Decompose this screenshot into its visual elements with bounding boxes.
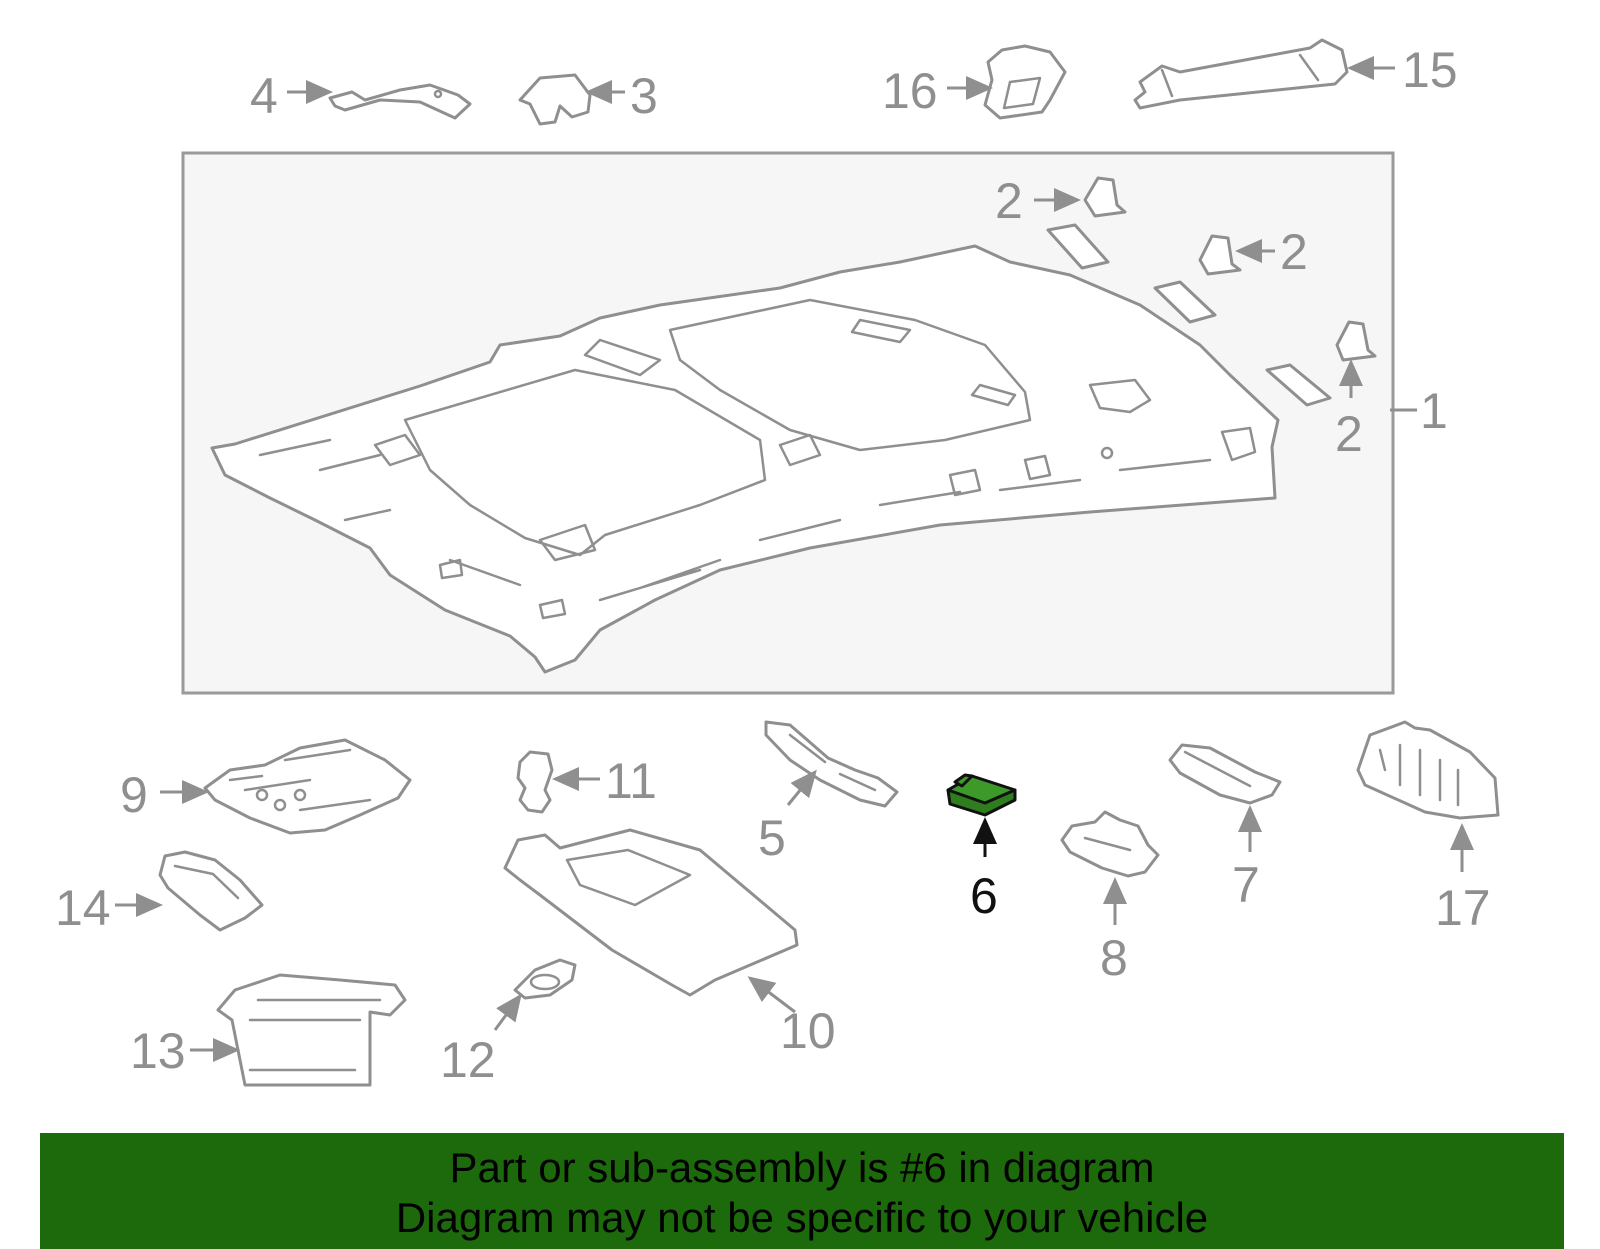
part-12-clip[interactable] — [513, 958, 577, 1000]
part-7-lamp[interactable] — [1168, 743, 1282, 805]
callout-5: 5 — [758, 810, 786, 866]
callout-10: 10 — [780, 1003, 836, 1059]
callout-2-b: 2 — [1280, 224, 1308, 280]
part-9-console[interactable] — [203, 738, 412, 835]
callout-1: 1 — [1420, 383, 1448, 439]
part-15-grab-handle[interactable] — [1133, 38, 1349, 110]
callout-2-c: 2 — [1335, 406, 1363, 462]
part-17-console[interactable] — [1356, 720, 1500, 820]
part-11-clip[interactable] — [516, 750, 554, 814]
part-8-bracket[interactable] — [1060, 810, 1160, 878]
banner-line-1: Part or sub-assembly is #6 in diagram — [449, 1144, 1155, 1191]
info-banner: Part or sub-assembly is #6 in diagram Di… — [40, 1133, 1564, 1249]
callout-7: 7 — [1232, 857, 1260, 913]
part-16-cover[interactable] — [983, 44, 1067, 120]
part-2-clip-b[interactable] — [1153, 234, 1242, 324]
callout-3: 3 — [630, 68, 658, 124]
callout-17: 17 — [1435, 880, 1491, 936]
callout-15: 15 — [1402, 42, 1458, 98]
callout-11: 11 — [605, 753, 657, 809]
callout-6: 6 — [970, 868, 998, 924]
callout-14: 14 — [55, 880, 111, 936]
leader-lines — [115, 56, 1474, 1062]
part-1-headliner[interactable] — [210, 244, 1280, 674]
part-2-clip-c[interactable] — [1265, 320, 1377, 407]
part-14-lamp[interactable] — [158, 850, 264, 932]
part-5-trim-strip[interactable] — [764, 720, 899, 808]
callout-9: 9 — [120, 767, 148, 823]
part-4-bracket[interactable] — [328, 83, 472, 120]
part-3-clip[interactable] — [518, 73, 592, 126]
callout-16: 16 — [882, 63, 938, 119]
part-6-highlighted[interactable] — [946, 773, 1017, 817]
part-13-lamp-assembly[interactable] — [216, 973, 407, 1087]
callout-8: 8 — [1100, 930, 1128, 986]
part-10-sun-visor[interactable] — [503, 828, 799, 997]
callout-13: 13 — [130, 1023, 186, 1079]
callout-2-a: 2 — [995, 173, 1023, 229]
callout-12: 12 — [440, 1032, 496, 1088]
callout-4: 4 — [250, 68, 278, 124]
banner-line-2: Diagram may not be specific to your vehi… — [395, 1194, 1209, 1241]
part-2-clip-a[interactable] — [1046, 176, 1127, 270]
callouts: 1 2 2 2 3 4 5 6 7 8 9 10 11 12 13 14 15 … — [55, 42, 1491, 1088]
